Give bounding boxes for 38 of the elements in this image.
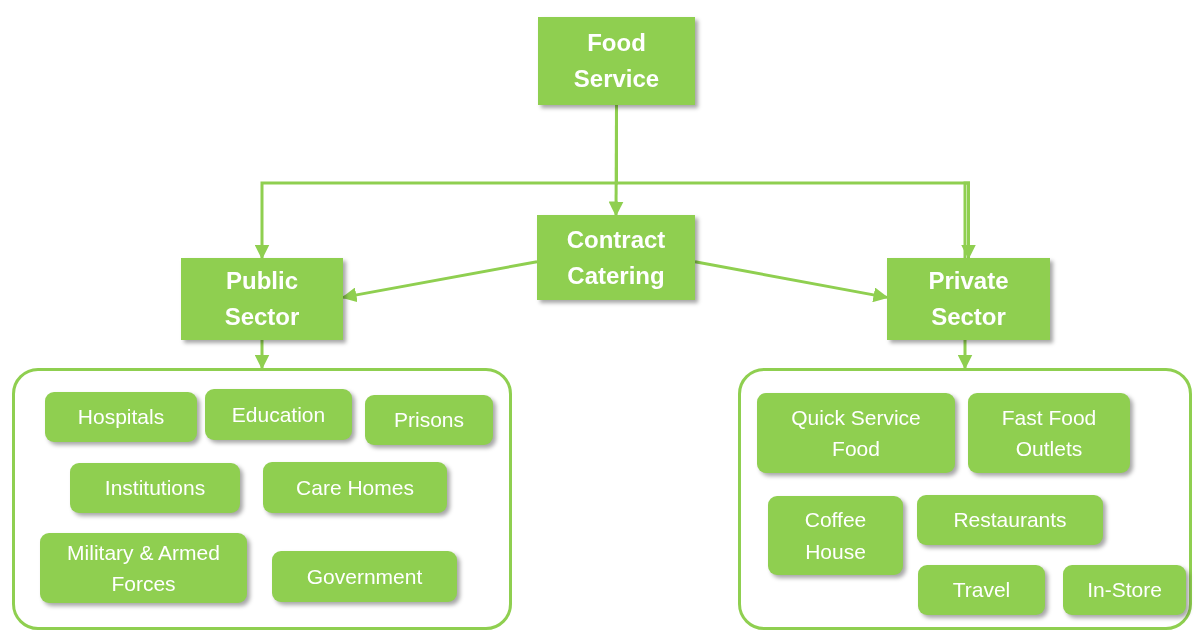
item-box	[365, 395, 493, 445]
item-box	[918, 565, 1045, 615]
item-box	[768, 496, 903, 575]
node-label: In-Store	[1087, 577, 1162, 604]
item-box	[205, 389, 352, 440]
item-box	[1063, 565, 1186, 615]
item-box	[40, 533, 247, 603]
node-label: Institutions	[104, 475, 206, 502]
node-label: Quick Service Food	[790, 404, 922, 462]
node-label: Care Homes	[296, 474, 414, 501]
node-label: Restaurants	[953, 507, 1067, 534]
group-container	[12, 368, 512, 630]
node-label: Coffee House	[803, 507, 868, 565]
node-label: Fast Food Outlets	[1000, 404, 1098, 462]
arrow	[254, 340, 270, 370]
node-label: Public Sector	[223, 266, 301, 332]
category-box	[887, 258, 1050, 340]
item-box	[45, 392, 197, 442]
node-label: Government	[306, 563, 423, 590]
item-box	[70, 463, 240, 513]
node-label: Contract Catering	[565, 224, 667, 291]
node-label: Hospitals	[77, 404, 165, 431]
item-box	[757, 393, 955, 473]
node-label: Travel	[952, 577, 1011, 604]
node-label: Food Service	[572, 28, 661, 94]
item-box	[968, 393, 1130, 473]
group-container	[738, 368, 1192, 630]
node-label: Education	[231, 401, 326, 428]
node-label: Prisons	[394, 407, 464, 434]
item-box	[917, 495, 1103, 545]
node-label: Military & Armed Forces	[66, 539, 221, 597]
category-box	[181, 258, 343, 340]
arrow	[694, 260, 889, 303]
category-box	[538, 17, 695, 105]
category-box	[537, 215, 695, 300]
node-label: Private Sector	[927, 266, 1010, 332]
item-box	[263, 462, 447, 513]
item-box	[272, 551, 457, 602]
